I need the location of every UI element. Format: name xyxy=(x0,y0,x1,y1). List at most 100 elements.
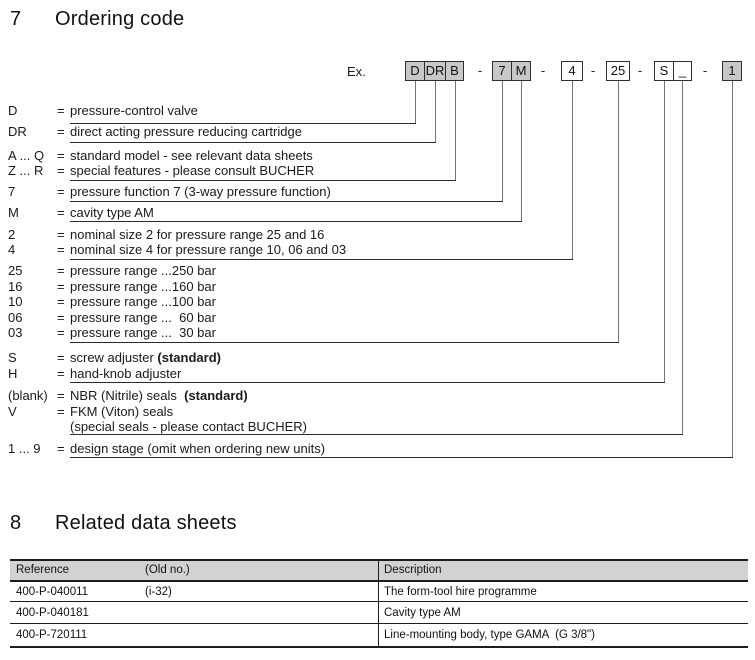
table-cell-old-no: (i-32) xyxy=(145,586,172,598)
box-separator-dash: - xyxy=(477,63,483,78)
code-box-group-function: 7 M xyxy=(492,61,531,81)
ordering-code-box: 4 xyxy=(561,61,583,81)
code-description: pressure range ... 60 bar xyxy=(70,310,216,325)
code-description: NBR (Nitrile) seals xyxy=(70,388,185,403)
connector-horizontal-line xyxy=(70,221,522,222)
code-description: hand-knob adjuster xyxy=(70,366,182,381)
box-separator-dash: - xyxy=(702,63,708,78)
code-description: design stage (omit when ordering new uni… xyxy=(70,441,326,456)
table-cell-description: Line-mounting body, type GAMA (G 3/8") xyxy=(384,629,595,641)
connector-horizontal-line xyxy=(70,342,619,343)
table-header-background xyxy=(10,561,748,580)
code-label: 25 xyxy=(8,263,23,278)
code-label: Z ... R xyxy=(8,163,44,178)
equals-sign: = xyxy=(57,184,65,199)
page-title: Ordering code xyxy=(55,8,185,30)
table-column-divider xyxy=(378,559,379,648)
section-8-heading: 8 Related data sheets xyxy=(10,512,410,536)
ordering-code-box: DR xyxy=(425,61,446,81)
code-label: (blank) xyxy=(8,388,48,403)
code-row: 03=pressure range ... 30 bar xyxy=(8,325,216,340)
equals-sign: = xyxy=(57,366,65,381)
box-separator-dash: - xyxy=(540,63,546,78)
code-row: (blank) = NBR (Nitrile) seals (standard) xyxy=(8,388,248,403)
connector-vertical-line xyxy=(664,81,665,382)
code-description-bold: (standard) xyxy=(157,350,221,365)
code-row: A ... Q=standard model - see relevant da… xyxy=(8,148,313,163)
equals-sign: = xyxy=(57,441,65,456)
table-row-divider xyxy=(10,623,748,624)
code-row: 2=nominal size 2 for pressure range 25 a… xyxy=(8,227,324,242)
table-row-divider xyxy=(10,601,748,602)
connector-horizontal-line xyxy=(70,180,456,181)
code-description: nominal size 2 for pressure range 25 and… xyxy=(70,227,325,242)
connector-horizontal-line xyxy=(70,259,573,260)
code-row: M=cavity type AM xyxy=(8,205,154,220)
ordering-code-box: 7 xyxy=(492,61,512,81)
connector-horizontal-line xyxy=(70,382,665,383)
code-row: 4=nominal size 4 for pressure range 10, … xyxy=(8,242,346,257)
code-row: D=pressure-control valve xyxy=(8,103,198,118)
code-row: V=FKM (Viton) seals xyxy=(8,404,173,419)
code-description: pressure range ... 30 bar xyxy=(70,325,216,340)
code-label: 1 ... 9 xyxy=(8,441,41,456)
code-description: pressure range ...100 bar xyxy=(70,294,216,309)
code-row: 16=pressure range ...160 bar xyxy=(8,279,216,294)
connector-horizontal-line xyxy=(70,123,416,124)
ordering-code-box: 1 xyxy=(722,61,742,81)
table-cell-reference: 400-P-720111 xyxy=(16,629,88,641)
section-number: 8 xyxy=(10,512,22,534)
code-label: A ... Q xyxy=(8,148,45,163)
example-label: Ex. xyxy=(347,64,366,79)
code-row: 06 = pressure range ... 60 bar xyxy=(8,310,216,325)
ordering-code-box: B xyxy=(446,61,464,81)
code-row: DR=direct acting pressure reducing cartr… xyxy=(8,124,302,139)
code-description: special features - please consult BUCHER xyxy=(70,163,315,178)
table-border-bottom xyxy=(10,646,748,648)
code-description: screw adjuster xyxy=(70,350,158,365)
table-cell-reference: 400-P-040011 xyxy=(16,586,89,598)
code-description: direct acting pressure reducing cartridg… xyxy=(70,124,302,139)
equals-sign: = xyxy=(57,242,65,257)
code-label: 10 xyxy=(8,294,23,309)
table-header-cell: Reference xyxy=(16,564,70,576)
equals-sign: = xyxy=(57,404,65,419)
code-box-group-pressure: 25 xyxy=(606,61,630,81)
connector-vertical-line xyxy=(415,81,416,123)
code-label: 03 xyxy=(8,325,23,340)
equals-sign: = xyxy=(57,294,65,309)
equals-sign: = xyxy=(57,205,65,220)
code-row: 1 ... 9 = design stage (omit when ordering… xyxy=(8,441,325,456)
equals-sign: = xyxy=(57,310,65,325)
connector-vertical-line xyxy=(618,81,619,342)
code-row: 7 = pressure function 7 (3-way pressure fu… xyxy=(8,184,331,199)
code-description: pressure range ...160 bar xyxy=(70,279,216,294)
code-row: H=hand-knob adjuster xyxy=(8,366,181,381)
ordering-code-box: _ xyxy=(674,61,692,81)
code-label: 16 xyxy=(8,279,23,294)
connector-vertical-line xyxy=(435,81,436,142)
table-header-cell: (Old no.) xyxy=(145,564,190,576)
code-description: (special seals - please contact BUCHER) xyxy=(70,419,307,434)
equals-sign: = xyxy=(57,124,65,139)
code-description: pressure range ...250 bar xyxy=(70,263,216,278)
code-label: 06 xyxy=(8,310,23,325)
equals-sign: = xyxy=(57,148,65,163)
box-separator-dash: - xyxy=(590,63,596,78)
equals-sign: = xyxy=(57,163,65,178)
table-header-divider xyxy=(10,580,748,582)
code-box-group-design-stage: 1 xyxy=(722,61,742,81)
code-description: FKM (Viton) seals xyxy=(70,404,174,419)
code-label: 7 xyxy=(8,184,16,199)
code-label: M xyxy=(8,205,19,220)
equals-sign: = xyxy=(57,388,65,403)
code-description-bold: (standard) xyxy=(184,388,248,403)
ordering-code-box: M xyxy=(512,61,531,81)
code-box-group-prefix: D DR B xyxy=(405,61,464,81)
code-description: pressure function 7 (3-way pressure func… xyxy=(70,184,331,199)
section-title: Related data sheets xyxy=(55,512,237,534)
equals-sign: = xyxy=(57,350,65,365)
code-label: D xyxy=(8,103,18,118)
table-border-top xyxy=(10,559,748,561)
code-row: 25=pressure range ...250 bar xyxy=(8,263,216,278)
